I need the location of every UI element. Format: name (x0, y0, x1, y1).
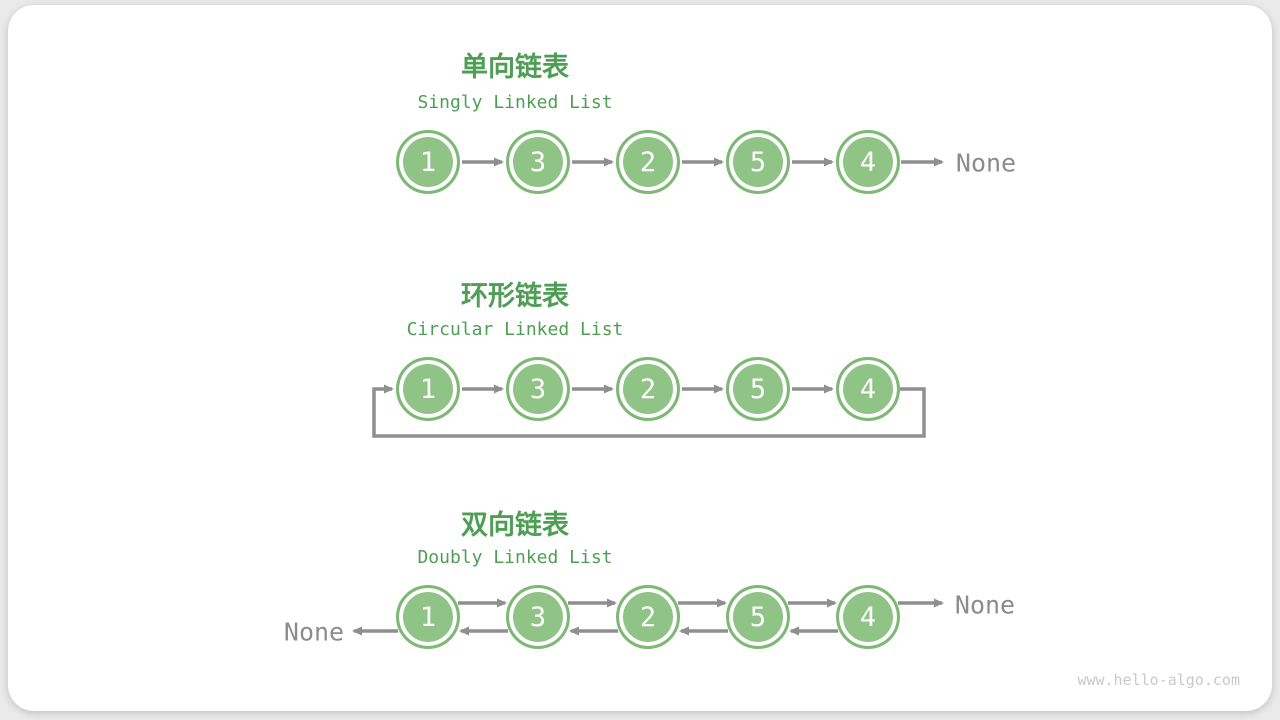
doubly-arrows (352, 598, 944, 636)
doubly-node-3: 2 (616, 585, 680, 649)
watermark: www.hello-algo.com (1077, 671, 1240, 689)
doubly-node-4: 5 (726, 585, 790, 649)
singly-node-1: 1 (396, 130, 460, 194)
circular-title-en: Circular Linked List (406, 319, 624, 340)
circular-node-5: 4 (836, 357, 900, 421)
singly-node-5: 4 (836, 130, 900, 194)
circular-arrows (372, 384, 926, 438)
singly-node-3: 2 (616, 130, 680, 194)
circular-title-zh: 环形链表 (461, 281, 569, 311)
diagram-card: 单向链表 Singly Linked List 1 3 2 5 4 None 环… (8, 5, 1272, 711)
doubly-node-1: 1 (396, 585, 460, 649)
singly-node-2: 3 (506, 130, 570, 194)
doubly-node-5: 4 (836, 585, 900, 649)
circular-node-3: 2 (616, 357, 680, 421)
singly-title-en: Singly Linked List (417, 92, 613, 113)
singly-none-label: None (955, 148, 1017, 178)
circular-node-1: 1 (396, 357, 460, 421)
circular-node-2: 3 (506, 357, 570, 421)
singly-node-4: 5 (726, 130, 790, 194)
singly-title-zh: 单向链表 (461, 52, 569, 82)
doubly-title-en: Doubly Linked List (417, 547, 613, 568)
circular-node-4: 5 (726, 357, 790, 421)
doubly-head-none-label: None (283, 617, 345, 647)
arrow-graphics (352, 157, 944, 636)
doubly-title-zh: 双向链表 (461, 510, 569, 540)
doubly-tail-none-label: None (954, 590, 1016, 620)
doubly-node-2: 3 (506, 585, 570, 649)
